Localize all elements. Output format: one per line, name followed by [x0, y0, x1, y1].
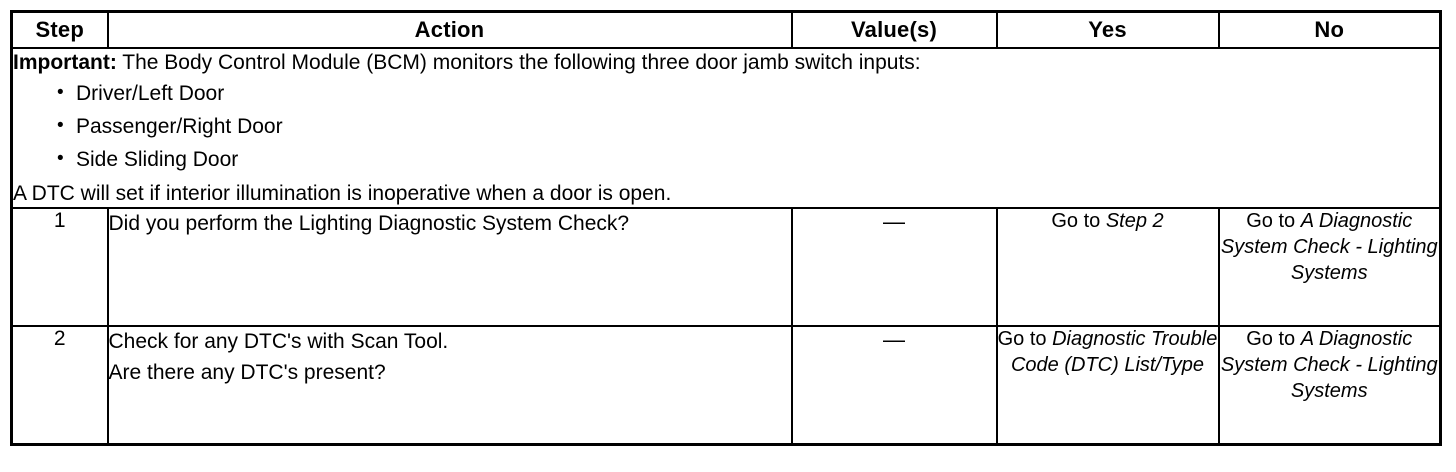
note-lead-line: Important: The Body Control Module (BCM)… — [13, 49, 1439, 77]
important-note-cell: Important: The Body Control Module (BCM)… — [10, 46, 1442, 210]
step-yes-branch: Go to Step 2 — [995, 207, 1220, 328]
step-action: Check for any DTC's with Scan Tool. Are … — [106, 325, 793, 446]
column-header-values: Value(s) — [790, 10, 998, 49]
step-value: — — [790, 207, 998, 328]
list-item-label: Driver/Left Door — [76, 81, 225, 105]
table-header: Step Action Value(s) Yes No — [10, 10, 1442, 49]
bullet-icon: • — [57, 115, 64, 137]
list-item-label: Passenger/Right Door — [76, 115, 283, 139]
action-line: Check for any DTC's with Scan Tool. — [108, 330, 449, 354]
branch-target: Step 2 — [1105, 210, 1164, 233]
step-value: — — [790, 325, 998, 446]
header-row: Step Action Value(s) Yes No — [10, 10, 1442, 49]
note-lead-label: Important: — [13, 51, 117, 74]
branch-target: Diagnostic Trouble Code (DTC) List/Type — [1010, 328, 1218, 376]
branch-prefix: Go to — [997, 328, 1053, 351]
list-item: • Side Sliding Door — [13, 146, 1439, 173]
list-item: • Driver/Left Door — [13, 80, 1439, 107]
column-header-step: Step — [10, 10, 109, 49]
note-tail-text: A DTC will set if interior illumination … — [13, 181, 672, 205]
list-item-label: Side Sliding Door — [76, 148, 239, 172]
bullet-icon: • — [57, 81, 64, 103]
branch-target: A Diagnostic System Check - Lighting Sys… — [1220, 210, 1438, 284]
step-number: 2 — [10, 325, 109, 446]
list-item: • Passenger/Right Door — [13, 113, 1439, 140]
table-row: 1 Did you perform the Lighting Diagnosti… — [10, 207, 1442, 328]
step-no-branch: Go to A Diagnostic System Check - Lighti… — [1217, 207, 1442, 328]
bullet-icon: • — [57, 148, 64, 170]
note-lead-text: The Body Control Module (BCM) monitors t… — [116, 51, 921, 74]
table-row: 2 Check for any DTC's with Scan Tool. Ar… — [10, 325, 1442, 446]
diagnostic-procedure-table: Step Action Value(s) Yes No Important: T… — [10, 10, 1442, 446]
column-header-no: No — [1217, 10, 1442, 49]
table-body: Important: The Body Control Module (BCM)… — [10, 46, 1442, 446]
action-line: Did you perform the Lighting Diagnostic … — [108, 212, 630, 236]
important-note-row: Important: The Body Control Module (BCM)… — [10, 46, 1442, 210]
column-header-action: Action — [106, 10, 793, 49]
step-no-branch: Go to A Diagnostic System Check - Lighti… — [1217, 325, 1442, 446]
note-bullet-list: • Driver/Left Door • Passenger/Right Doo… — [13, 80, 1439, 174]
branch-prefix: Go to — [1051, 210, 1106, 233]
column-header-yes: Yes — [995, 10, 1220, 49]
step-action: Did you perform the Lighting Diagnostic … — [106, 207, 793, 328]
action-line: Are there any DTC's present? — [108, 360, 386, 384]
step-yes-branch: Go to Diagnostic Trouble Code (DTC) List… — [995, 325, 1220, 446]
branch-prefix: Go to — [1246, 210, 1301, 233]
step-number: 1 — [10, 207, 109, 328]
branch-target: A Diagnostic System Check - Lighting Sys… — [1220, 328, 1438, 402]
branch-prefix: Go to — [1246, 328, 1301, 351]
